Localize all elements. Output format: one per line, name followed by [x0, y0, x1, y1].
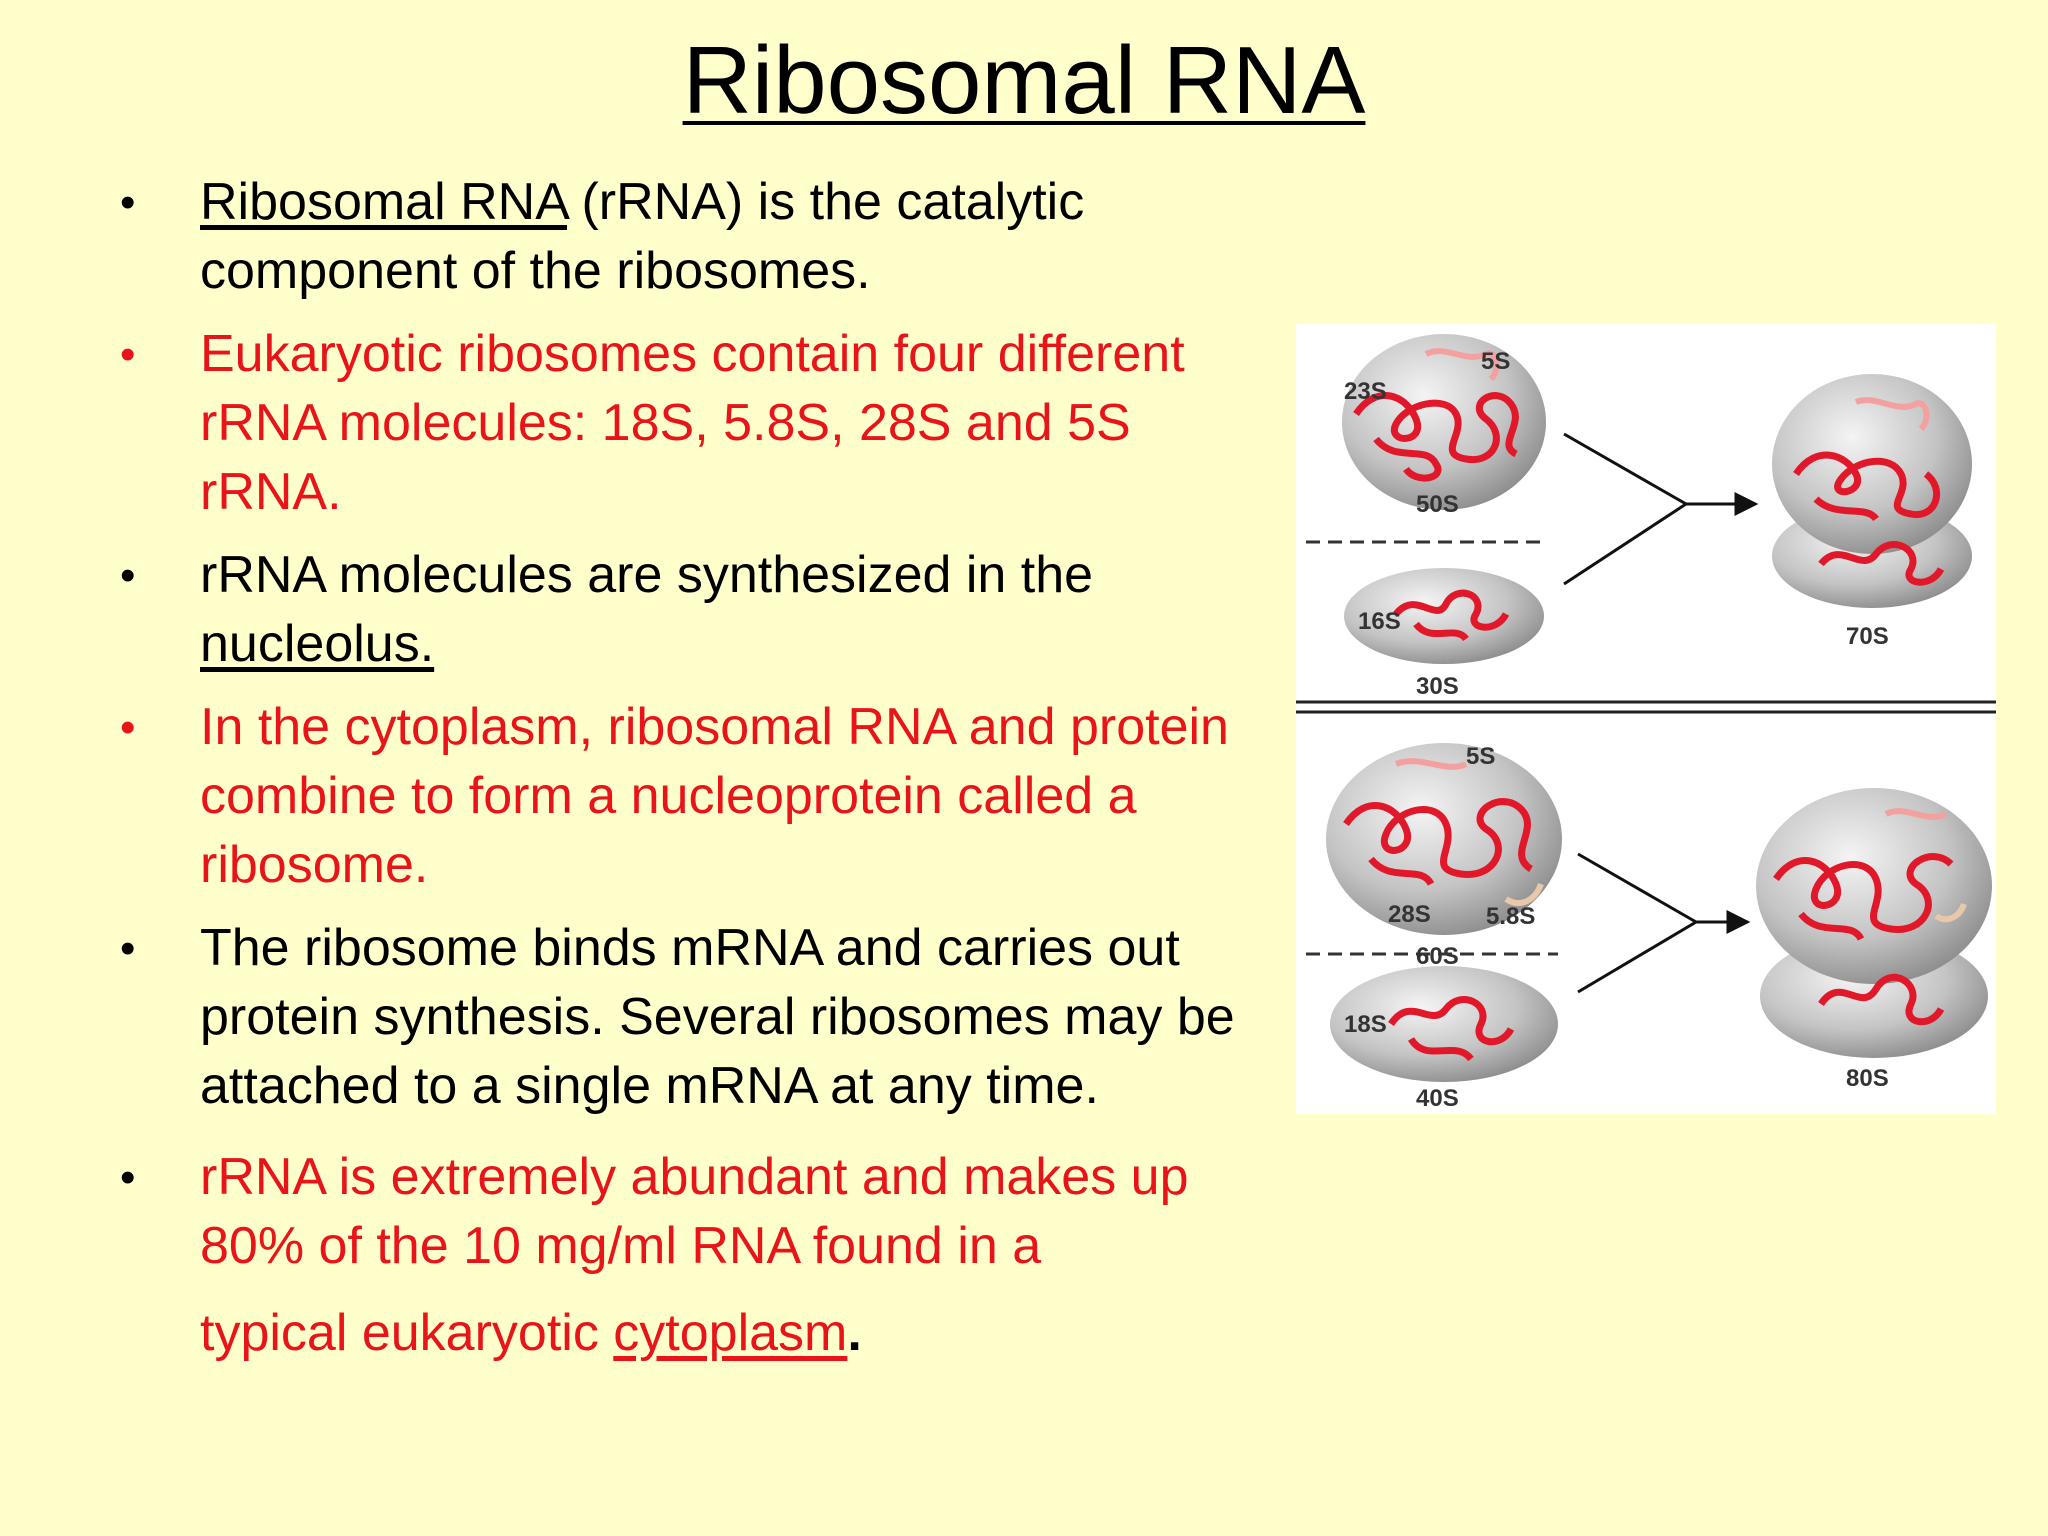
- rna-5s: [1854, 397, 1930, 432]
- label-50s: 50S: [1416, 491, 1459, 518]
- bullet-text: .: [847, 1304, 862, 1362]
- bullet-dot: •: [120, 330, 136, 379]
- bullet-item: • In the cytoplasm, ribosomal RNA and pr…: [120, 693, 1270, 900]
- rna-strand: [1773, 853, 1954, 942]
- bullet-text: cytoplasm: [613, 1304, 848, 1362]
- bullet-dot: •: [120, 551, 136, 600]
- rna-strand: [1818, 541, 1945, 586]
- rna-strand: [1818, 973, 1945, 1026]
- rna-5s: [1424, 348, 1500, 382]
- label-5s-top: 5S: [1481, 348, 1510, 375]
- bullet-text: Ribosomal RNA: [200, 173, 568, 231]
- label-5-8s: 5.8S: [1486, 903, 1535, 930]
- bullet-text: Eukaryotic ribosomes contain four differ…: [200, 325, 1185, 521]
- bullet-text: nucleolus.: [200, 615, 435, 673]
- label-5s-bottom: 5S: [1466, 743, 1495, 770]
- bullet-text: (rRNA) is the catalytic component of the…: [200, 173, 1085, 300]
- ribosome-svg: 5S 23S 50S 16S 30S 70S 5S 28S 5.8S 60S: [1296, 334, 1996, 1112]
- bullet-last-line: typical eukaryotic cytoplasm.: [200, 1299, 1270, 1368]
- rna-strand: [1353, 392, 1519, 482]
- bullet-text: The ribosome binds mRNA and carries out …: [200, 919, 1235, 1115]
- bullet-dot: •: [120, 178, 136, 227]
- rna-5-8s: [1504, 882, 1544, 906]
- bullet-dot: •: [120, 703, 136, 752]
- ribosome-diagram: 5S 23S 50S 16S 30S 70S 5S 28S 5.8S 60S: [1296, 324, 1996, 1114]
- rna-5-8s: [1934, 902, 1967, 923]
- label-70s: 70S: [1846, 623, 1889, 650]
- label-16s: 16S: [1358, 608, 1401, 635]
- bullet-text: rRNA molecules are synthesized in the: [200, 546, 1094, 604]
- label-60s: 60S: [1416, 943, 1459, 970]
- bullet-item: • rRNA is extremely abundant and makes u…: [120, 1143, 1270, 1368]
- rna-strand: [1388, 996, 1515, 1062]
- page-title: Ribosomal RNA: [682, 27, 1366, 134]
- rna-strand: [1393, 589, 1510, 642]
- rna-5s: [1394, 758, 1468, 770]
- bullet-item: • rRNA molecules are synthesized in the …: [120, 541, 1270, 679]
- bullet-dot: •: [120, 1153, 136, 1202]
- label-28s: 28S: [1388, 901, 1431, 928]
- bullet-dot: •: [120, 924, 136, 973]
- bullet-item: • Ribosomal RNA (rRNA) is the catalytic …: [120, 168, 1270, 306]
- rna-5s: [1884, 808, 1948, 820]
- subunit-80s-top: [1756, 788, 1992, 984]
- bullet-item: • Eukaryotic ribosomes contain four diff…: [120, 320, 1270, 527]
- rna-strand: [1793, 451, 1941, 522]
- subunit-30s: [1344, 568, 1544, 664]
- subunit-40s: [1330, 966, 1558, 1082]
- arrow-icon: [1563, 432, 1689, 586]
- bullet-text: rRNA is extremely abundant and makes up …: [200, 1148, 1189, 1275]
- bullet-text: In the cytoplasm, ribosomal RNA and prot…: [200, 698, 1229, 894]
- label-40s: 40S: [1416, 1085, 1459, 1112]
- rna-strand: [1343, 798, 1534, 887]
- label-30s: 30S: [1416, 673, 1459, 700]
- label-18s: 18S: [1344, 1011, 1387, 1038]
- label-23s: 23S: [1344, 378, 1387, 405]
- bullet-item: • The ribosome binds mRNA and carries ou…: [120, 914, 1270, 1121]
- bullet-list: • Ribosomal RNA (rRNA) is the catalytic …: [120, 168, 1270, 1382]
- label-80s: 80S: [1846, 1065, 1889, 1092]
- arrow-icon: [1577, 852, 1699, 994]
- bullet-text: typical eukaryotic: [200, 1304, 614, 1362]
- subunit-60s: [1326, 743, 1562, 935]
